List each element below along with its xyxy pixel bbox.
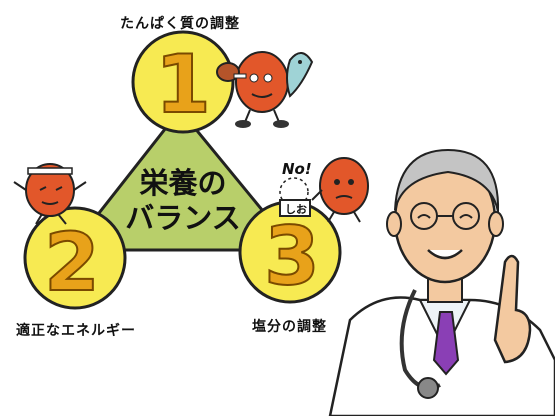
- node-1-label: たんぱく質の調整: [120, 16, 240, 32]
- center-title-line2: バランス: [125, 201, 241, 235]
- balance-triangle: [66, 107, 299, 252]
- node-1-circle: 1: [131, 30, 235, 134]
- character-salt-icon: [279, 157, 369, 223]
- node-2-label: 適正なエネルギー: [16, 323, 136, 339]
- doctor-illustration: [328, 148, 555, 418]
- svg-text:1: 1: [155, 38, 211, 131]
- center-title-line1: 栄養の: [139, 166, 227, 200]
- character-protein-icon: [216, 51, 314, 128]
- svg-text:3: 3: [264, 210, 320, 303]
- svg-text:2: 2: [44, 216, 100, 309]
- no-bubble-text: No!: [282, 160, 312, 178]
- salt-label: しお: [285, 203, 307, 216]
- node-2-circle: 2: [23, 206, 127, 310]
- node-3-circle: 3: [238, 200, 342, 304]
- character-energy-icon: [13, 163, 87, 225]
- node-3-label: 塩分の調整: [252, 319, 327, 335]
